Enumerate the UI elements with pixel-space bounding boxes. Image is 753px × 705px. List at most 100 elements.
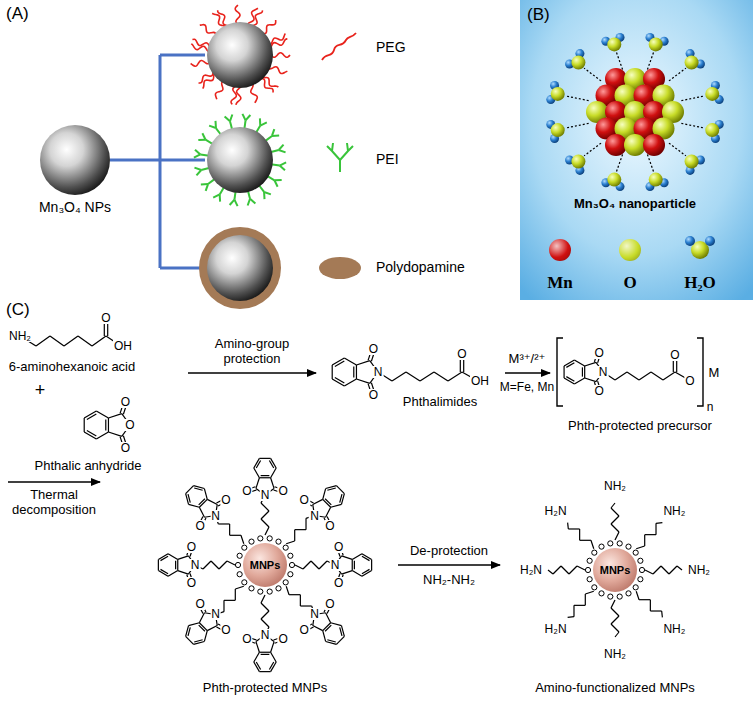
chemical-bond bbox=[261, 475, 270, 476]
chemical-bond bbox=[261, 611, 269, 619]
chemical-bond bbox=[254, 468, 260, 478]
chemical-bond bbox=[342, 556, 353, 559]
compound-name: Phthalimides bbox=[403, 395, 477, 410]
panel-letter: (C) bbox=[6, 300, 30, 320]
pei-branch bbox=[195, 150, 200, 155]
surface-oxygen bbox=[267, 536, 272, 541]
chemical-bond bbox=[189, 504, 200, 507]
chemical-bond bbox=[235, 586, 243, 589]
chemical-bond bbox=[199, 623, 207, 631]
chemical-bond bbox=[259, 458, 270, 459]
chemical-bond bbox=[352, 571, 362, 577]
chemical-bond bbox=[611, 516, 619, 524]
chemical-bond bbox=[327, 488, 335, 490]
pei-branch bbox=[246, 115, 251, 120]
chemical-bond bbox=[574, 378, 584, 384]
chemical-bond bbox=[392, 372, 406, 381]
legend-text: Mn bbox=[547, 274, 573, 293]
chemical-bond bbox=[568, 528, 579, 529]
chemical-bond bbox=[256, 461, 260, 469]
chemical-bond bbox=[611, 508, 619, 516]
pei-sample bbox=[327, 143, 353, 172]
atom-label: M bbox=[708, 366, 721, 379]
compound-name: Phth-protected MNPs bbox=[203, 681, 327, 696]
hydrogen-bond bbox=[669, 143, 686, 156]
chemical-bond bbox=[585, 594, 586, 605]
atom-label: O bbox=[299, 624, 310, 636]
chemical-bond bbox=[584, 366, 585, 378]
compound-name: Phth-protected precursor bbox=[568, 419, 712, 434]
hydrogen-bond bbox=[616, 155, 622, 172]
atom-label: NH₂ bbox=[603, 480, 627, 492]
chemical-bond bbox=[661, 566, 669, 574]
surface-oxygen bbox=[633, 550, 638, 555]
atom-label: N bbox=[260, 489, 271, 501]
hydrogen-bond bbox=[669, 68, 686, 81]
surface-oxygen bbox=[267, 589, 272, 594]
atom-ball bbox=[643, 134, 665, 156]
chemical-bond bbox=[261, 511, 269, 519]
water-oxygen bbox=[649, 37, 663, 51]
atom-label: O bbox=[456, 348, 467, 360]
surface-oxygen bbox=[626, 591, 631, 596]
chemical-bond bbox=[219, 561, 227, 569]
hydrogen-bond bbox=[647, 52, 653, 69]
chemical-bond bbox=[295, 529, 306, 530]
chemical-bond bbox=[362, 556, 370, 560]
atom-label: H₂N bbox=[519, 564, 543, 576]
chemical-bond bbox=[611, 503, 615, 508]
peg-chain bbox=[271, 53, 290, 57]
polydopamine-shell bbox=[199, 227, 281, 309]
reaction-condition: De-protection bbox=[410, 544, 488, 559]
chemical-bond bbox=[611, 608, 619, 616]
atom-label: O bbox=[277, 485, 288, 497]
chemical-bond bbox=[650, 610, 661, 611]
chemical-bond bbox=[186, 636, 194, 644]
water-oxygen bbox=[571, 56, 585, 70]
atom-label: N bbox=[190, 559, 201, 571]
legend-text: O bbox=[623, 274, 636, 293]
surface-oxygen bbox=[242, 545, 247, 550]
chemical-bond bbox=[218, 523, 229, 524]
surface-oxygen bbox=[608, 541, 613, 546]
legend-text: Polydopamine bbox=[376, 260, 465, 275]
chemical-bond bbox=[271, 642, 274, 653]
water-oxygen bbox=[551, 87, 565, 101]
atom-label: H₂N bbox=[544, 505, 568, 517]
chemical-bond bbox=[300, 605, 311, 606]
chemical-bond bbox=[568, 616, 574, 618]
atom-label: N bbox=[309, 510, 320, 522]
pei-branch bbox=[272, 135, 279, 137]
chemical-bond bbox=[305, 518, 306, 529]
node-text: MNPs bbox=[600, 565, 631, 576]
chemical-bond bbox=[335, 377, 344, 382]
chemical-bond bbox=[271, 478, 274, 489]
chemical-bond bbox=[356, 361, 369, 365]
surface-oxygen bbox=[626, 544, 631, 549]
pei-branch bbox=[263, 192, 265, 199]
atom-label: O bbox=[194, 520, 205, 532]
water-oxygen bbox=[685, 56, 699, 70]
chemical-bond bbox=[353, 367, 354, 378]
chemical-bond bbox=[340, 627, 342, 635]
chemical-bond bbox=[356, 365, 357, 379]
atom-label: NH₂ bbox=[603, 648, 627, 660]
reaction-condition: NH₂-NH₂ bbox=[423, 573, 475, 588]
chemical-bond bbox=[344, 358, 356, 365]
chemical-bond bbox=[261, 503, 269, 511]
chemical-bond bbox=[639, 599, 650, 600]
pei-branch bbox=[230, 200, 235, 205]
chemical-bond bbox=[223, 600, 224, 611]
chemical-bond bbox=[580, 540, 591, 541]
plus-sign: + bbox=[35, 380, 46, 401]
surface-oxygen bbox=[242, 580, 247, 585]
surface-oxygen bbox=[587, 577, 592, 582]
chemical-bond bbox=[655, 523, 656, 534]
atom-label: O bbox=[120, 396, 131, 408]
chemical-bond bbox=[627, 372, 639, 380]
legend-text: PEI bbox=[376, 152, 399, 167]
surface-oxygen bbox=[283, 580, 288, 585]
hydrogen-bond bbox=[584, 143, 601, 156]
hydrogen-bond bbox=[681, 96, 704, 101]
